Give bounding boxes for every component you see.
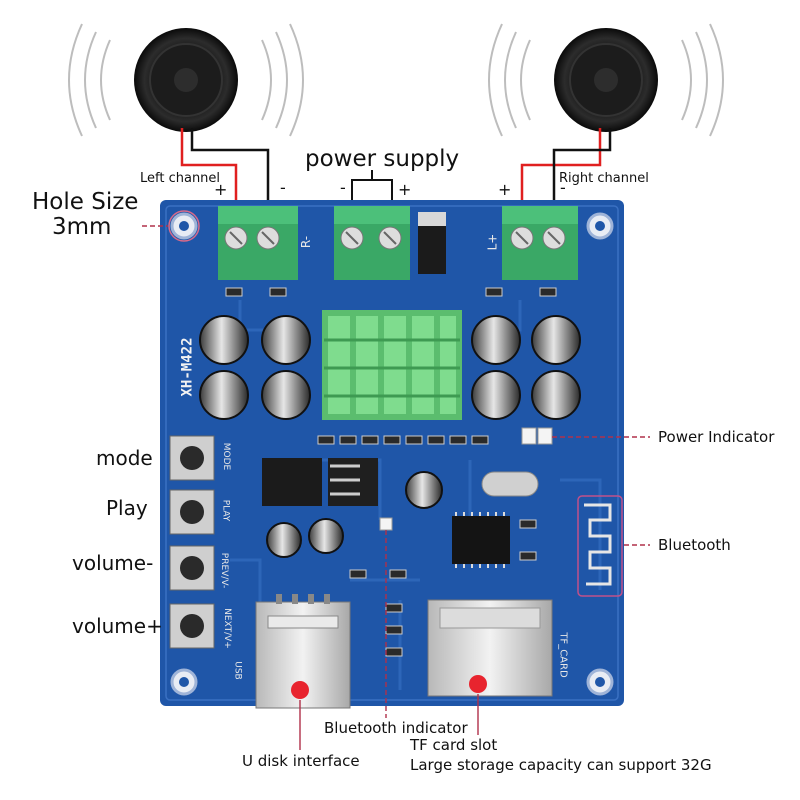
hole-size-marker <box>168 210 200 242</box>
right-speaker-wires <box>520 128 612 220</box>
power-indicator-label: Power Indicator <box>658 428 775 446</box>
mode-label: mode <box>96 446 153 470</box>
diode-component <box>418 212 446 274</box>
leader-lines <box>142 225 650 718</box>
left-sound-waves <box>68 23 304 137</box>
heatsink <box>322 310 462 420</box>
crystal-oscillator <box>481 471 539 497</box>
volume-plus-label: volume+ <box>72 614 163 638</box>
ic-chip <box>452 512 510 568</box>
silk-play: PLAY <box>220 499 231 522</box>
hole-size-value: 3mm <box>52 214 112 240</box>
silk-model: XH-M422 <box>179 337 196 397</box>
smd-components <box>225 287 557 657</box>
right-sound-waves <box>488 23 724 137</box>
left-terminal-block <box>218 206 298 280</box>
left-plus-sign: + <box>214 180 228 199</box>
bluetooth-indicator-label: Bluetooth indicator <box>324 719 468 737</box>
right-channel-label: Right channel <box>559 171 649 186</box>
voltage-regulator <box>262 458 378 506</box>
silk-usb: USB <box>232 661 243 680</box>
bluetooth-highlight-box <box>577 495 623 597</box>
left-minus-sign: - <box>280 178 286 197</box>
left-channel-label: Left channel <box>140 171 221 186</box>
bluetooth-led-icon <box>379 517 393 531</box>
bluetooth-antenna-icon <box>584 503 612 586</box>
bluetooth-label: Bluetooth <box>658 536 731 554</box>
right-terminal-block <box>502 206 578 280</box>
red-markers <box>291 675 487 699</box>
storage-note-label: Large storage capacity can support 32G <box>410 756 712 774</box>
silk-r-minus: R- <box>299 235 314 249</box>
supply-plus-sign: + <box>398 180 412 199</box>
tf-card-slot-label: TF card slot <box>410 736 498 754</box>
silk-tf-card: TF_CARD <box>557 632 569 678</box>
silk-next: NEXT/V+ <box>221 608 232 649</box>
small-capacitors <box>266 471 443 558</box>
silk-l-plus: L+ <box>485 233 500 251</box>
play-label: Play <box>106 496 148 520</box>
right-minus-sign: - <box>560 178 566 197</box>
power-supply-bracket <box>351 170 393 200</box>
tact-buttons <box>169 435 215 649</box>
power-terminal-block <box>334 206 410 280</box>
power-supply-label: power supply <box>305 146 460 172</box>
volume-minus-label: volume- <box>72 551 154 575</box>
silk-prev: PREV/V- <box>219 552 230 589</box>
silk-mode: MODE <box>221 442 232 471</box>
solid-leader-lines <box>299 694 479 750</box>
left-speaker-wires <box>180 128 270 220</box>
hole-size-label: Hole Size <box>32 189 139 215</box>
tf-card-slot <box>427 599 553 697</box>
left-speaker-icon <box>134 28 238 132</box>
capacitors <box>199 315 581 420</box>
u-disk-interface-label: U disk interface <box>242 752 360 770</box>
right-speaker-icon <box>554 28 658 132</box>
power-led-icon <box>521 427 553 445</box>
right-plus-sign: + <box>498 180 512 199</box>
usb-port <box>255 594 351 709</box>
supply-minus-sign: - <box>340 178 346 197</box>
